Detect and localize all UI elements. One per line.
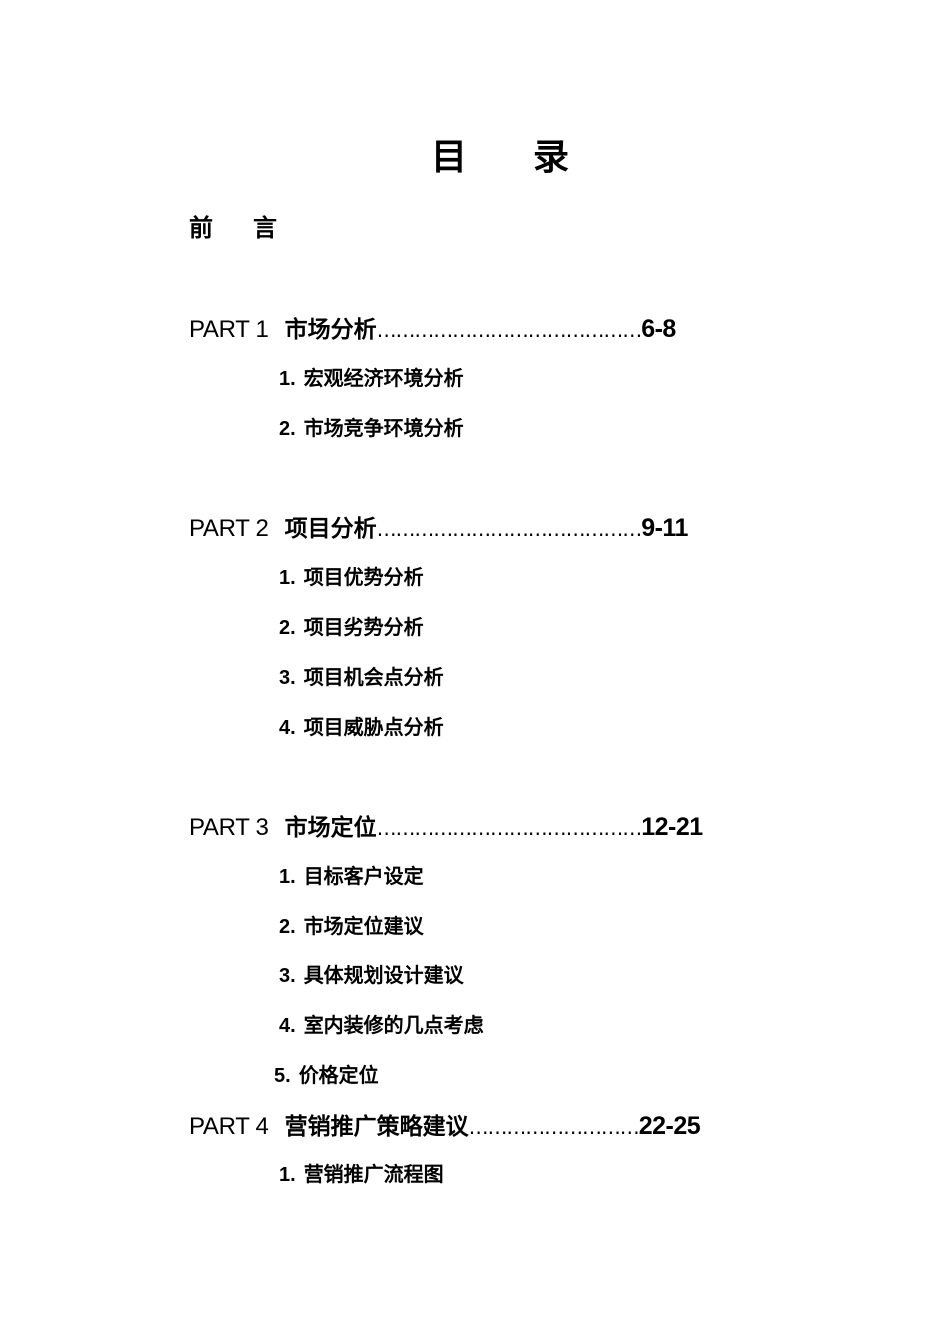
part-number: PART 1 [189,316,269,343]
toc-item[interactable]: 1. 目标客户设定 [279,860,424,889]
title-char-1: 目 [430,137,467,178]
title-char-2: 录 [533,137,570,178]
toc-item[interactable]: 2. 项目劣势分析 [279,611,424,640]
item-number: 4. [279,1015,296,1037]
item-number: 1. [279,866,296,888]
item-title: 营销推广流程图 [303,1162,444,1186]
toc-item[interactable]: 2. 市场定位建议 [279,910,424,939]
item-title: 项目威胁点分析 [303,715,444,739]
toc-item[interactable]: 3. 项目机会点分析 [279,661,444,690]
item-title: 宏观经济环境分析 [303,366,464,390]
part-title: 项目分析 [284,516,377,542]
part-title: 营销推广策略建议 [284,1114,469,1140]
part-title: 市场分析 [284,317,377,343]
page-range: 12-21 [641,813,703,841]
item-number: 1. [279,368,296,390]
item-number: 1. [279,1164,296,1186]
item-number: 5. [274,1065,291,1087]
part-number: PART 2 [189,515,269,542]
part-title: 市场定位 [284,815,377,841]
preface-char-1: 前 [189,214,213,242]
toc-part-1[interactable]: PART 1 市场分析……………………………………6-8 [189,310,676,344]
page-title: 目录 [0,128,950,180]
item-title: 价格定位 [298,1063,379,1087]
item-number: 2. [279,916,296,938]
item-title: 项目机会点分析 [303,665,444,689]
toc-item[interactable]: 2. 市场竞争环境分析 [279,412,464,441]
toc-item[interactable]: 1. 宏观经济环境分析 [279,362,464,391]
toc-item[interactable]: 4. 室内装修的几点考虑 [279,1009,484,1038]
part-number: PART 3 [189,814,269,841]
toc-item[interactable]: 4. 项目威胁点分析 [279,711,444,740]
item-title: 项目优势分析 [303,565,424,589]
page-range: 22-25 [638,1112,701,1140]
item-number: 3. [279,965,296,987]
item-title: 项目劣势分析 [303,615,424,639]
toc-part-4[interactable]: PART 4 营销推广策略建议………………………22-25 [189,1107,701,1141]
toc-item[interactable]: 1. 项目优势分析 [279,561,424,590]
toc-part-2[interactable]: PART 2 项目分析……………………………………9-11 [189,509,688,543]
item-number: 2. [279,418,296,440]
part-number: PART 4 [189,1113,269,1140]
toc-item[interactable]: 5. 价格定位 [274,1059,379,1088]
toc-item[interactable]: 3. 具体规划设计建议 [279,959,464,988]
page-range: 9-11 [641,514,688,542]
leader-dots: …………………………………… [376,816,643,840]
item-number: 3. [279,667,296,689]
item-title: 室内装修的几点考虑 [303,1013,484,1037]
leader-dots: …………………………………… [376,517,643,541]
item-title: 市场竞争环境分析 [303,416,464,440]
page-range: 6-8 [641,315,676,343]
leader-dots: …………………………………… [376,318,643,342]
item-number: 1. [279,567,296,589]
item-title: 具体规划设计建议 [303,963,464,987]
item-number: 4. [279,717,296,739]
item-title: 市场定位建议 [303,914,424,938]
preface-char-2: 言 [253,214,277,242]
toc-part-3[interactable]: PART 3 市场定位……………………………………12-21 [189,808,703,842]
leader-dots: ……………………… [468,1115,640,1139]
item-number: 2. [279,617,296,639]
toc-item[interactable]: 1. 营销推广流程图 [279,1158,444,1187]
preface-heading: 前言 [189,208,277,243]
item-title: 目标客户设定 [303,864,424,888]
